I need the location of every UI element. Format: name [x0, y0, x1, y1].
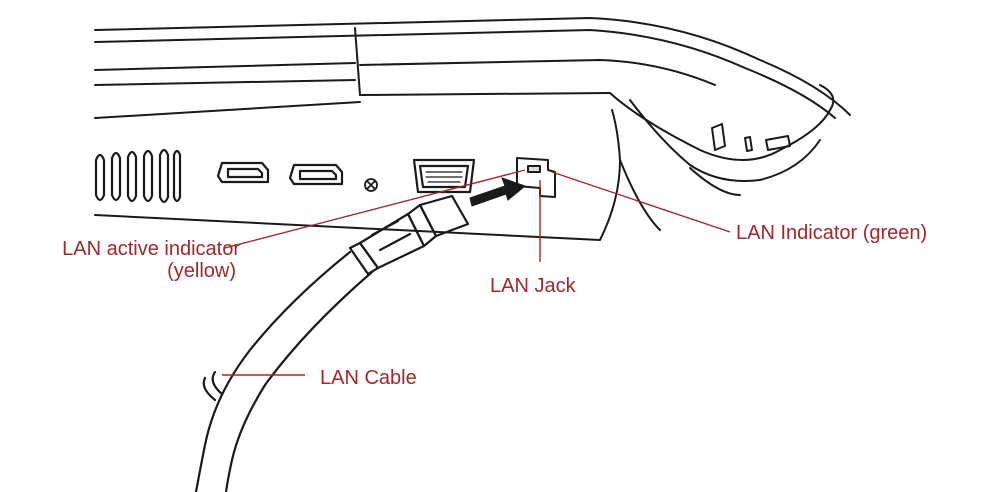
hdmi-port-icon	[216, 161, 270, 184]
laptop-body	[94, 17, 851, 241]
front-indicator-icons	[711, 123, 791, 152]
vent-grille-icon	[94, 148, 182, 204]
leader-lines	[222, 169, 731, 376]
label-lan-jack: LAN Jack	[490, 275, 576, 297]
lan-cable	[194, 250, 374, 492]
label-lan-active-indicator: LAN active indicator (yellow)	[0, 238, 240, 282]
label-lan-active-indicator-line1: LAN active indicator	[62, 238, 240, 260]
hdmi-port-icon	[288, 163, 344, 186]
vga-port-icon	[412, 158, 476, 194]
label-lan-cable: LAN Cable	[320, 367, 417, 389]
lan-jack-icon	[516, 157, 556, 198]
screw-icon	[364, 178, 378, 192]
label-lan-indicator-green: LAN Indicator (green)	[736, 222, 928, 244]
insert-arrow-icon	[469, 177, 527, 207]
label-lan-active-indicator-line2: (yellow)	[167, 260, 236, 282]
rj45-plug-icon	[348, 194, 470, 276]
